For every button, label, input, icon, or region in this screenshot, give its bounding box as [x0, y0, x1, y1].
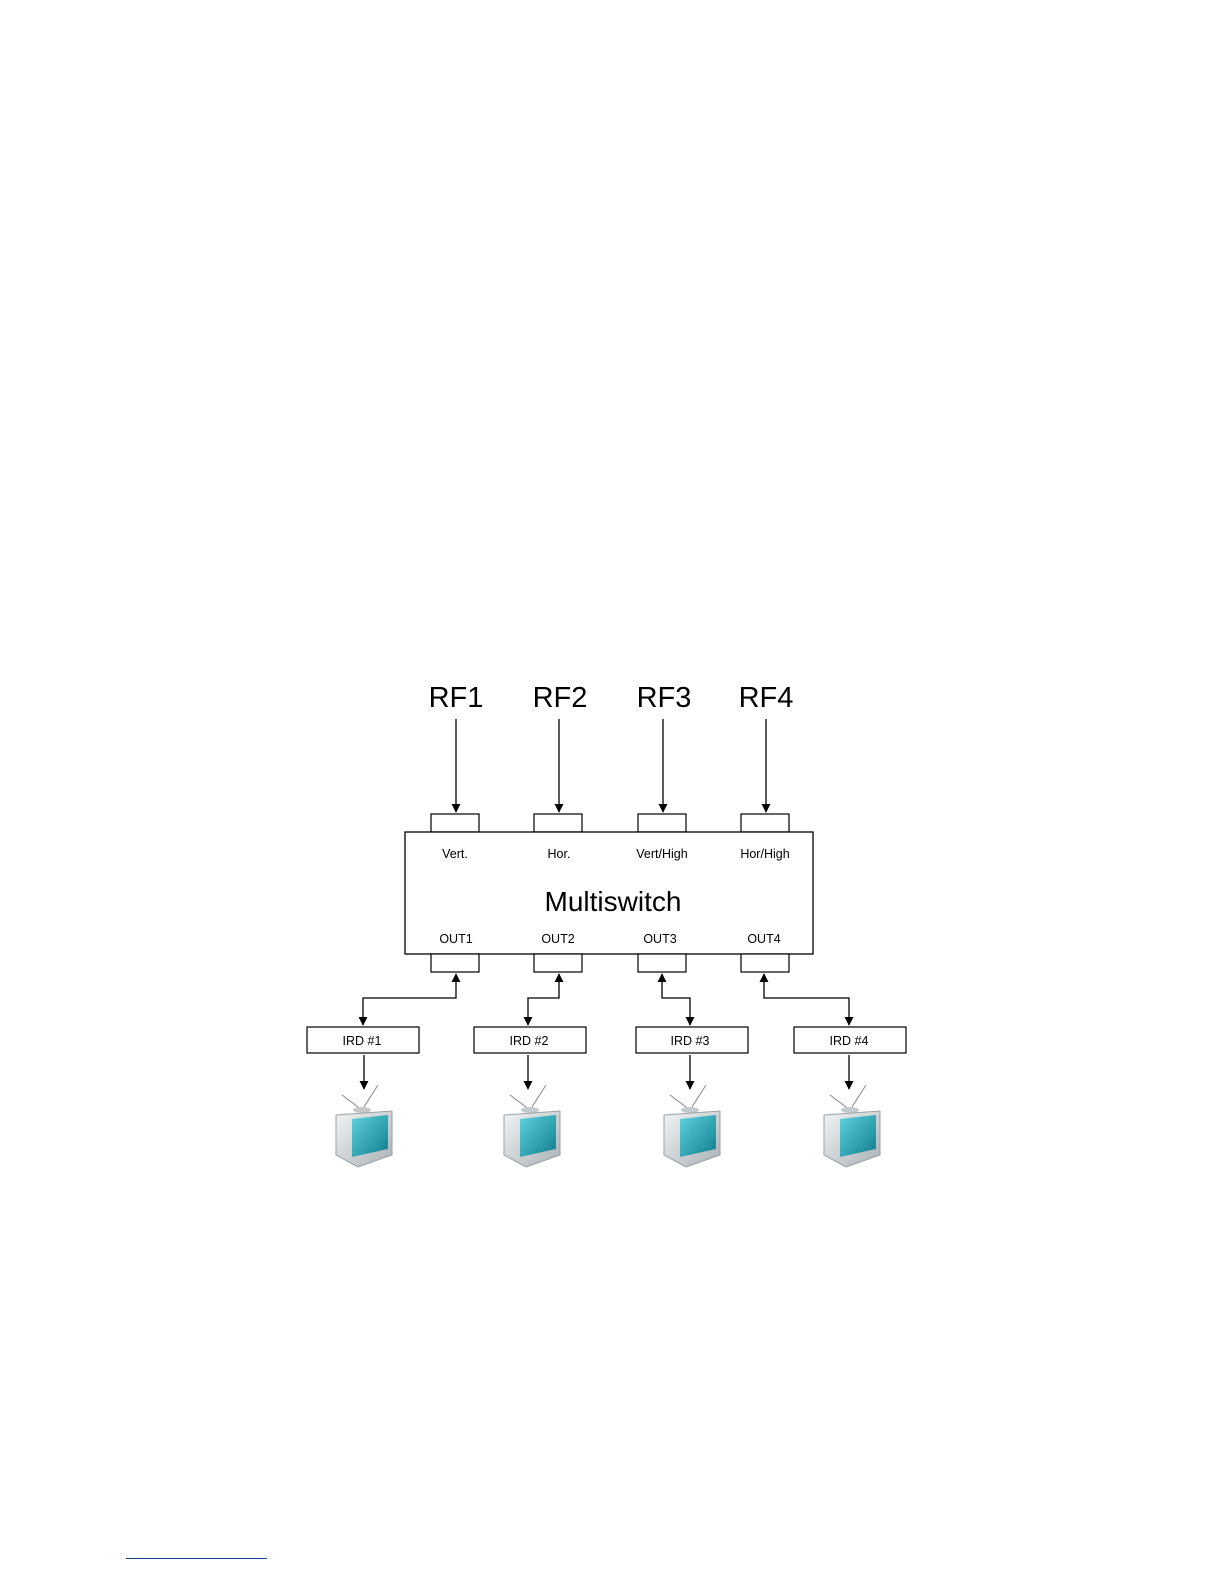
- ird-label-4: IRD #4: [830, 1034, 869, 1048]
- output-port-2: [534, 954, 582, 972]
- input-port-3: [638, 814, 686, 832]
- input-port-4: [741, 814, 789, 832]
- output-label-3: OUT3: [643, 932, 676, 946]
- connector-out2-ird2: [528, 974, 559, 1025]
- input-label-hor: Hor.: [548, 847, 571, 861]
- rf4-label: RF4: [739, 682, 794, 714]
- output-port-3: [638, 954, 686, 972]
- input-label-vert: Vert.: [442, 847, 468, 861]
- tv-icon: [824, 1085, 880, 1167]
- rf1-label: RF1: [429, 682, 484, 714]
- input-label-hor-high: Hor/High: [740, 847, 789, 861]
- output-label-4: OUT4: [747, 932, 780, 946]
- output-label-2: OUT2: [541, 932, 574, 946]
- connector-out1-ird1: [363, 974, 456, 1025]
- tv-icon: [336, 1085, 392, 1167]
- rf3-label: RF3: [637, 682, 692, 714]
- footnote-separator: [126, 1558, 267, 1559]
- output-port-1: [431, 954, 479, 972]
- connector-out4-ird4: [764, 974, 849, 1025]
- input-port-1: [431, 814, 479, 832]
- output-port-4: [741, 954, 789, 972]
- tv-icon: [504, 1085, 560, 1167]
- ird-label-3: IRD #3: [671, 1034, 710, 1048]
- input-label-vert-high: Vert/High: [636, 847, 687, 861]
- ird-label-1: IRD #1: [343, 1034, 382, 1048]
- tv-icon: [664, 1085, 720, 1167]
- input-port-2: [534, 814, 582, 832]
- rf2-label: RF2: [533, 682, 588, 714]
- multiswitch-title: Multiswitch: [545, 886, 682, 917]
- output-label-1: OUT1: [439, 932, 472, 946]
- ird-label-2: IRD #2: [510, 1034, 549, 1048]
- connector-out3-ird3: [662, 974, 690, 1025]
